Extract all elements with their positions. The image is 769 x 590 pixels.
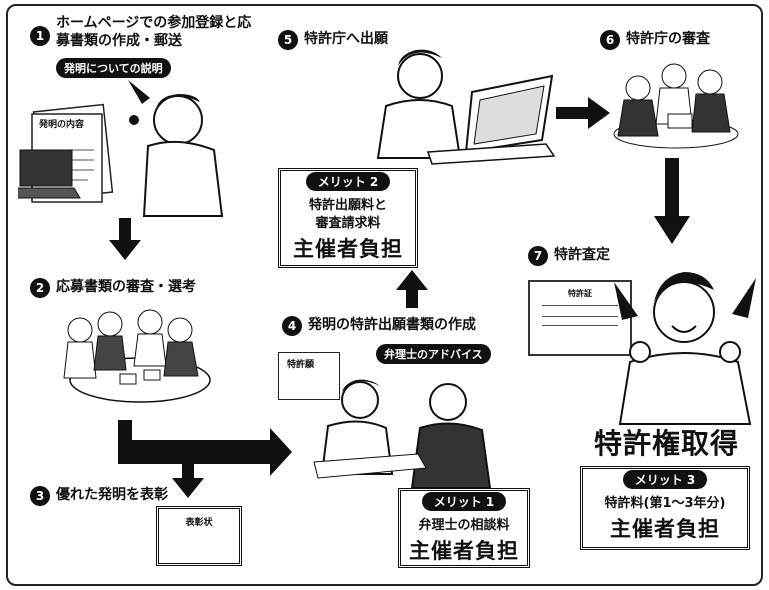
step-7: 7 特許査定 (528, 246, 610, 266)
merit-1-box: メリット 1 弁理士の相談料 主催者負担 (398, 488, 530, 568)
step-3: 3 優れた発明を表彰 (30, 486, 168, 506)
step-number: 7 (528, 246, 548, 266)
merit-2-box: メリット 2 特許出願料と 審査請求料 主催者負担 (278, 168, 418, 268)
merit-3-box: メリット 3 特許料(第1〜3年分) 主催者負担 (580, 466, 750, 550)
patent-decision-doc: 特許証 (528, 280, 632, 356)
patent-application-doc: 特許願 (278, 352, 340, 400)
step-6: 6 特許庁の審査 (600, 30, 710, 50)
invention-explanation-pill: 発明についての説明 (56, 58, 171, 78)
patent-acquired-headline: 特許権取得 (594, 427, 740, 460)
merit-2-sub-line2: 審査請求料 (315, 216, 381, 231)
step-number: 6 (600, 30, 620, 50)
step-1-line2: 募書類の作成・郵送 (56, 33, 182, 49)
step-number: 3 (30, 486, 50, 506)
step-4: 4 発明の特許出願書類の作成 (282, 316, 476, 336)
arrow-down (109, 218, 141, 260)
step-1-illustration (18, 80, 224, 217)
merit-1-sub: 弁理士の相談料 (418, 518, 510, 533)
patent-decision-label: 特許証 (568, 289, 592, 298)
step-2: 2 応募書類の審査・選考 (30, 278, 196, 298)
step-4-label: 発明の特許出願書類の作成 (308, 317, 476, 333)
step-1: 1 ホームページでの参加登録と応 募書類の作成・郵送 (30, 14, 251, 50)
merit-2-tag: メリット 2 (305, 172, 391, 191)
step-2-illustration (63, 309, 211, 403)
step-1-line1: ホームページでの参加登録と応 (56, 15, 252, 31)
step-7-illustration (614, 272, 756, 425)
step-4-illustration (313, 379, 492, 489)
step-2-label: 応募書類の審査・選考 (56, 279, 196, 295)
step-3-label: 優れた発明を表彰 (56, 487, 168, 503)
step-number: 1 (30, 26, 50, 46)
merit-3-tag: メリット 3 (622, 470, 708, 489)
step-7-label: 特許査定 (554, 247, 610, 263)
merit-3-headline: 主催者負担 (610, 517, 720, 541)
merit-1-tag: メリット 1 (421, 492, 507, 511)
merit-3-sub: 特許料(第1〜3年分) (604, 496, 726, 511)
arrow-bend-right (118, 420, 292, 476)
merit-2-headline: 主催者負担 (293, 237, 403, 261)
step-number: 2 (30, 278, 50, 298)
invention-content-doc-label: 発明の内容 (36, 116, 88, 131)
step-6-label: 特許庁の審査 (626, 31, 710, 47)
step-number: 5 (278, 30, 298, 50)
arrow-down-small (172, 460, 204, 498)
attorney-advice-pill: 弁理士のアドバイス (376, 344, 491, 364)
arrow-down-long (654, 158, 690, 244)
patent-application-label: 特許願 (287, 360, 315, 370)
outer-frame (6, 4, 763, 586)
step-5-illustration (376, 49, 556, 165)
step-5-label: 特許庁へ出願 (304, 31, 388, 47)
certificate-label: 表彰状 (185, 518, 213, 528)
merit-1-headline: 主催者負担 (409, 539, 519, 563)
arrow-up (396, 270, 428, 308)
step-number: 4 (282, 316, 302, 336)
step-6-illustration (613, 63, 739, 149)
merit-2-sub-line1: 特許出願料と (308, 198, 387, 213)
certificate-doc: 表彰状 (156, 506, 242, 566)
arrow-right (556, 97, 610, 129)
step-5: 5 特許庁へ出願 (278, 30, 388, 50)
